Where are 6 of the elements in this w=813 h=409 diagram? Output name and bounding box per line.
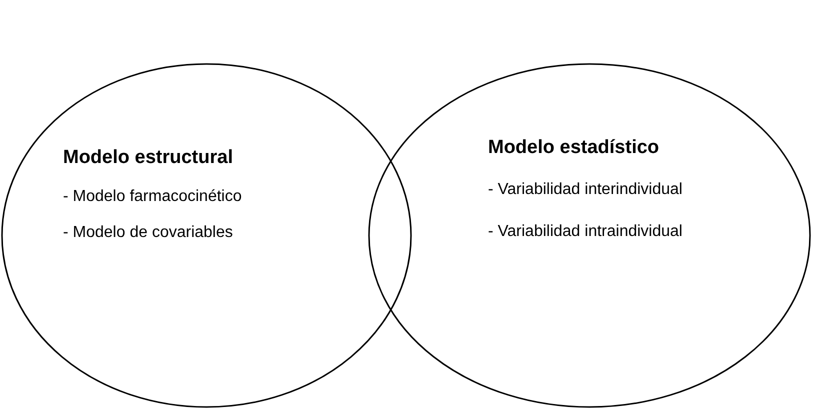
- set-heading: Modelo estadístico: [488, 137, 660, 159]
- list-item: - Variabilidad interindividual: [488, 181, 682, 199]
- list-item: - Variabilidad intraindividual: [488, 223, 682, 241]
- set-heading: Modelo estructural: [63, 147, 233, 169]
- list-item: - Modelo farmacocinético: [63, 188, 242, 206]
- list-item: - Modelo de covariables: [63, 224, 233, 242]
